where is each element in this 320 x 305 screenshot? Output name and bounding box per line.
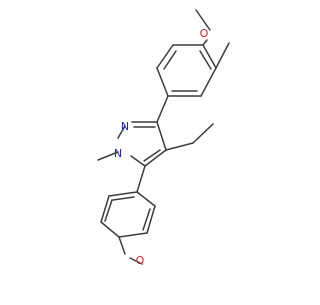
bond-ring-lower-1 bbox=[136, 191, 156, 207]
bond-ring-upper-4 bbox=[202, 44, 217, 69]
bond-c5-aryl bbox=[136, 165, 146, 193]
structure-canvas: N N O O bbox=[97, 9, 230, 267]
bond-ring-upper-1 bbox=[156, 67, 169, 97]
bond-aryl-o-top bbox=[215, 42, 230, 69]
bond-ring-lower-inner-2 bbox=[104, 199, 113, 222]
atom-n1-label: N bbox=[114, 147, 122, 160]
bond-ring-lower-5 bbox=[100, 195, 110, 223]
atom-o-bottom-label: O bbox=[136, 254, 145, 267]
bond-n2-n1 bbox=[117, 125, 126, 139]
bond-ring-lower-inner-1 bbox=[142, 208, 151, 231]
bond-ring-lower-6 bbox=[108, 191, 138, 197]
pyrazole-ring bbox=[117, 121, 167, 167]
bond-ch2-ch3 bbox=[192, 123, 214, 144]
atom-n2-label: N bbox=[121, 120, 129, 133]
bond-ring-lower-2 bbox=[146, 205, 156, 234]
bond-o-bottom-methyl bbox=[129, 257, 143, 265]
bond-n1-methyl bbox=[97, 151, 119, 161]
bond-ring-upper-inner-2 bbox=[199, 50, 212, 70]
bond-c5-n1 bbox=[130, 155, 146, 167]
bond-ring-upper-7 bbox=[202, 39, 208, 46]
bond-c3-aryl bbox=[156, 95, 169, 123]
bond-ring-lower-4 bbox=[100, 221, 120, 238]
bond-c3-c4 bbox=[156, 121, 167, 151]
molecule-drawing: N N O O bbox=[97, 9, 230, 267]
bond-ring-lower-inner-3 bbox=[112, 196, 135, 201]
bond-c4-c5 bbox=[144, 149, 167, 167]
bond-c4-ch2 bbox=[165, 142, 194, 151]
bond-ring-upper-5 bbox=[200, 67, 217, 97]
bond-aryl-o-bottom bbox=[118, 236, 126, 255]
bond-ring-upper-2 bbox=[156, 44, 174, 69]
bond-ring-upper-inner-1 bbox=[163, 50, 177, 70]
lower-methoxyphenyl bbox=[100, 165, 156, 265]
ethyl-group bbox=[165, 123, 214, 151]
bond-o-top-methyl bbox=[195, 9, 211, 31]
bond-ring-lower-3 bbox=[118, 232, 148, 238]
bond-c4-c5-double bbox=[143, 149, 161, 162]
upper-methoxyphenyl bbox=[156, 9, 230, 123]
atom-o-top-label: O bbox=[200, 27, 209, 40]
